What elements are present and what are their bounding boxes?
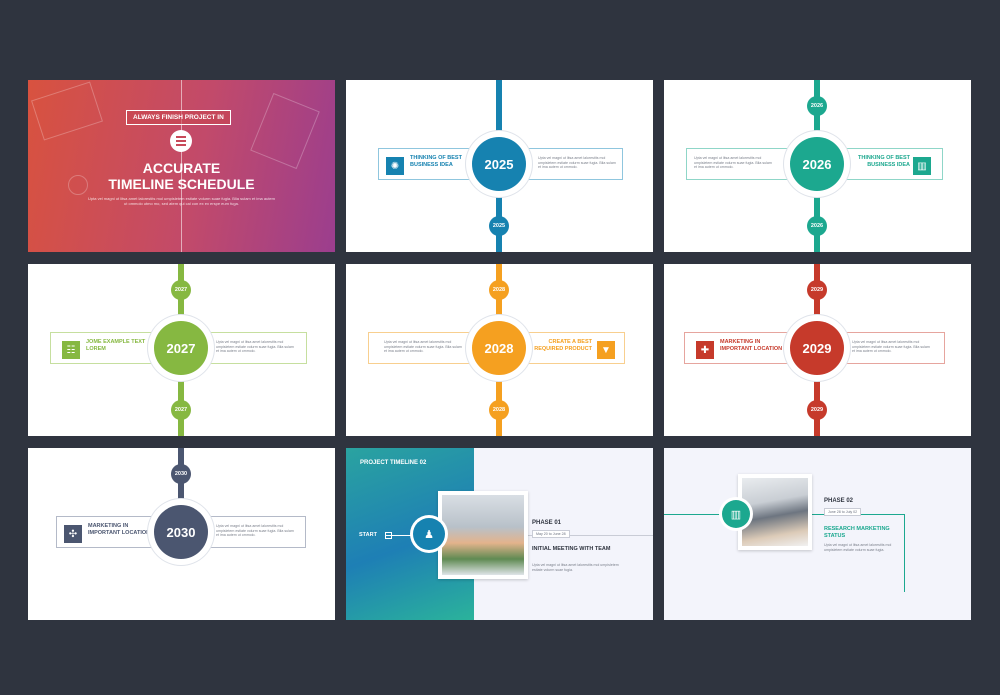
- year-marker-bottom: 2025: [489, 216, 509, 236]
- slide-2029[interactable]: ✚ MARKETING IN IMPORTANT LOCATION Upta v…: [664, 264, 971, 436]
- year-marker-top: 2026: [807, 96, 827, 116]
- cover-title: ACCURATE TIMELINE SCHEDULE: [28, 160, 335, 192]
- phase-date: May 20 to June 28: [532, 530, 570, 538]
- timeline-line: [178, 448, 184, 544]
- team-icon: ♟: [413, 518, 445, 550]
- slide-label: MARKETING IN IMPORTANT LOCATION: [88, 523, 151, 536]
- building-icon: ▥: [913, 157, 931, 175]
- slide-cover[interactable]: ALWAYS FINISH PROJECT IN ACCURATE TIMELI…: [28, 80, 335, 252]
- cover-tag: ALWAYS FINISH PROJECT IN: [126, 110, 231, 125]
- cover-description: Upta vel magni ut litsa amet lalorestits…: [88, 196, 275, 206]
- slide-paragraph: Upta vel magni ut litsa amet lalorestits…: [694, 156, 772, 170]
- slide-label: CREATE A BEST REQUIRED PRODUCT: [534, 339, 592, 352]
- team-photo: [438, 491, 528, 579]
- year-marker-bottom: 2028: [489, 400, 509, 420]
- slide-paragraph: Upta vel magni ut litsa amet lalorestits…: [216, 340, 294, 354]
- slide-label: JOME EXAMPLE TEXT LOREM: [86, 339, 146, 352]
- year-circle: 2027: [154, 321, 208, 375]
- year-marker-bottom: 2029: [807, 400, 827, 420]
- year-circle: 2028: [472, 321, 526, 375]
- slide-2026[interactable]: Upta vel magni ut litsa amet lalorestits…: [664, 80, 971, 252]
- year-circle: 2026: [790, 137, 844, 191]
- slide-label: THINKING OF BEST BUSINESS IDEA: [858, 155, 910, 168]
- year-marker-top: 2029: [807, 280, 827, 300]
- phase-label: PHASE 01: [532, 520, 562, 526]
- chart-icon: ▥: [722, 500, 750, 528]
- cover-title-line1: ACCURATE: [142, 160, 221, 176]
- target-icon: ✚: [696, 341, 714, 359]
- project-title: PROJECT TIMELINE 02: [360, 460, 427, 466]
- start-marker: [385, 532, 392, 539]
- year-circle: 2029: [790, 321, 844, 375]
- year-circle: 2025: [472, 137, 526, 191]
- laptop-photo-decor: [250, 92, 320, 170]
- slide-project-timeline-phase2[interactable]: ▥ PHASE 02 June 28 to July 02 RESEARCH M…: [664, 448, 971, 620]
- phase-paragraph: Upta vel magni ut litsa amet lalorestits…: [532, 563, 619, 572]
- slide-2028[interactable]: Upta vel magni ut litsa amet lalorestits…: [346, 264, 653, 436]
- slide-2025[interactable]: ✺ THINKING OF BEST BUSINESS IDEA Upta ve…: [346, 80, 653, 252]
- slide-label: MARKETING IN IMPORTANT LOCATION: [720, 339, 783, 352]
- phase-paragraph: Upta vel magni ut litsa amet lalorestits…: [824, 543, 892, 552]
- year-circle: 2030: [154, 505, 208, 559]
- sliders-icon: [170, 130, 192, 152]
- cover-divider-line: [181, 80, 182, 252]
- laptop-photo: [738, 474, 812, 550]
- year-marker-top: 2027: [171, 280, 191, 300]
- year-marker-top: 2030: [171, 464, 191, 484]
- bulb-icon: ✺: [386, 157, 404, 175]
- year-marker-bottom: 2027: [171, 400, 191, 420]
- connector-line: [904, 514, 905, 592]
- team-icon: ☷: [62, 341, 80, 359]
- slide-paragraph: Upta vel magni ut litsa amet lalorestits…: [216, 524, 294, 538]
- slide-label: THINKING OF BEST BUSINESS IDEA: [410, 155, 462, 168]
- slide-paragraph: Upta vel magni ut litsa amet lalorestits…: [852, 340, 930, 354]
- phase-date: June 28 to July 02: [824, 508, 862, 516]
- slide-2030[interactable]: ✣ MARKETING IN IMPORTANT LOCATION Upta v…: [28, 448, 335, 620]
- phase-heading: RESEARCH MARKETING STATUS: [824, 526, 890, 539]
- network-icon: ✣: [64, 525, 82, 543]
- slide-paragraph: Upta vel magni ut litsa amet lalorestits…: [538, 156, 616, 170]
- year-marker-bottom: 2026: [807, 216, 827, 236]
- phase-heading: INITIAL MEETING WITH TEAM: [532, 546, 611, 552]
- shirt-icon: ▼: [597, 341, 615, 359]
- start-label: START: [359, 532, 377, 538]
- phase-label: PHASE 02: [824, 498, 854, 504]
- laptop-photo-decor: [31, 81, 103, 141]
- slide-paragraph: Upta vel magni ut litsa amet lalorestits…: [384, 340, 462, 354]
- cup-photo-decor: [68, 175, 88, 195]
- slide-2027[interactable]: ☷ JOME EXAMPLE TEXT LOREM Upta vel magni…: [28, 264, 335, 436]
- cover-title-line2: TIMELINE SCHEDULE: [108, 176, 255, 192]
- slide-project-timeline-phase1[interactable]: PROJECT TIMELINE 02 START ♟ PHASE 01 May…: [346, 448, 653, 620]
- year-marker-top: 2028: [489, 280, 509, 300]
